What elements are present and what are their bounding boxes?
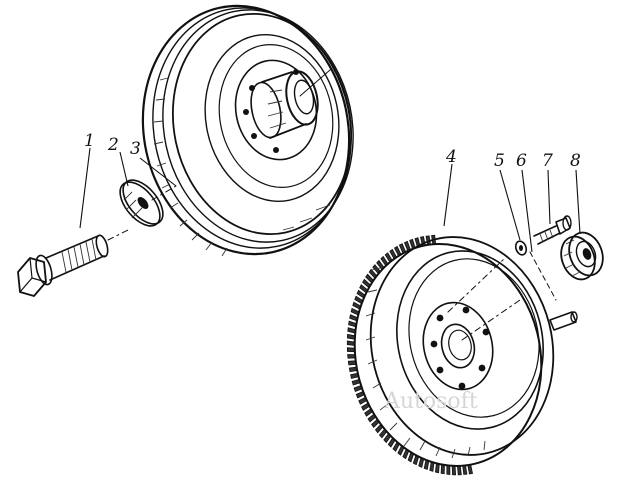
gear-tooth <box>359 284 368 294</box>
gear-tooth <box>380 255 389 267</box>
gear-tooth <box>376 259 385 270</box>
gear-tooth <box>457 465 462 476</box>
gear-tooth <box>362 278 371 289</box>
gear-tooth <box>418 457 425 468</box>
gear-tooth <box>368 268 378 279</box>
callout-8: 8 <box>570 151 581 171</box>
gear-tooth <box>374 424 384 434</box>
gear-tooth <box>361 402 370 411</box>
gear-tooth <box>378 428 388 439</box>
gear-tooth <box>402 449 410 460</box>
leader-6 <box>521 169 533 253</box>
gear-tooth <box>364 408 373 417</box>
leader-8 <box>575 169 581 235</box>
gear-tooth <box>348 320 357 328</box>
washer-part-5 <box>514 240 528 256</box>
gear-tooth <box>446 465 451 475</box>
gear-tooth <box>353 385 363 393</box>
callout-7: 7 <box>542 151 553 171</box>
gear-tooth <box>346 333 356 340</box>
bolt-part-1 <box>17 229 129 297</box>
gear-tooth <box>451 465 457 476</box>
hub-bolt-hole-2 <box>243 109 249 115</box>
gear-tooth <box>351 379 361 386</box>
washer-part-2 <box>119 179 177 227</box>
flywheel-bolt-hole-5 <box>478 364 486 372</box>
bearing-part-8 <box>560 231 604 281</box>
gear-tooth <box>346 340 355 346</box>
gear-tooth <box>383 433 392 444</box>
gear-tooth <box>355 391 365 399</box>
flywheel-bolt-hole-4 <box>458 382 466 390</box>
leader-lines <box>79 147 581 253</box>
gear-tooth <box>349 314 358 322</box>
gear-tooth <box>398 243 406 254</box>
gear-tooth <box>397 445 405 456</box>
gear-tooth <box>462 465 468 475</box>
gear-tooth <box>409 238 416 250</box>
flywheel-bolt-hole-7 <box>462 306 470 314</box>
gear-tooth <box>440 464 445 475</box>
gear-tooth <box>407 452 415 463</box>
gear-tooth <box>367 413 377 423</box>
hub-bolt-hole-4 <box>273 147 279 153</box>
leader-2 <box>119 151 129 187</box>
gear-tooth <box>467 464 473 475</box>
gear-tooth <box>434 463 440 474</box>
gear-tooth <box>384 252 393 263</box>
gear-tooth <box>365 273 374 284</box>
gear-tooth <box>354 295 364 304</box>
gear-tooth <box>346 347 355 353</box>
gear-tooth <box>347 360 357 366</box>
pulley-disc <box>141 4 354 257</box>
gear-tooth <box>387 437 396 448</box>
gear-tooth <box>348 366 358 373</box>
hub-bolt-hole-3 <box>251 133 257 139</box>
callout-3: 3 <box>130 139 141 159</box>
callout-6: 6 <box>516 151 527 171</box>
callout-4: 4 <box>445 147 457 167</box>
watermark: Autosoft <box>383 389 478 414</box>
flywheel-bolt-hole-3 <box>436 366 444 374</box>
leader-1 <box>79 147 91 229</box>
flywheel-part-4 <box>346 234 555 476</box>
gear-tooth <box>358 397 367 405</box>
gear-tooth <box>403 240 411 252</box>
flywheel-bolt-hole-2 <box>430 340 438 348</box>
gear-tooth <box>392 441 400 452</box>
flywheel-bolt-hole-1 <box>436 314 444 322</box>
gear-tooth <box>356 289 366 299</box>
gear-tooth <box>429 461 435 472</box>
gear-tooth <box>423 459 430 471</box>
callout-2: 2 <box>107 135 119 155</box>
gear-tooth <box>389 248 397 260</box>
leader-7 <box>547 169 551 225</box>
gear-tooth <box>350 372 359 379</box>
callout-5: 5 <box>494 151 505 171</box>
gear-tooth <box>393 245 402 257</box>
gear-tooth <box>347 327 356 334</box>
leader-4 <box>443 163 453 227</box>
leader-3 <box>139 157 177 187</box>
callout-1: 1 <box>84 131 95 151</box>
bolt-part-7 <box>533 215 572 245</box>
gear-tooth <box>350 307 360 316</box>
gear-tooth <box>352 301 361 310</box>
gear-tooth <box>347 354 356 359</box>
leader-5 <box>499 169 521 241</box>
gear-tooth <box>371 419 380 429</box>
dowel-pin-part-6 <box>529 251 578 331</box>
flywheel-bolt-hole-6 <box>482 328 490 336</box>
gear-tooth <box>412 455 420 466</box>
ring-gear-teeth <box>346 234 473 476</box>
